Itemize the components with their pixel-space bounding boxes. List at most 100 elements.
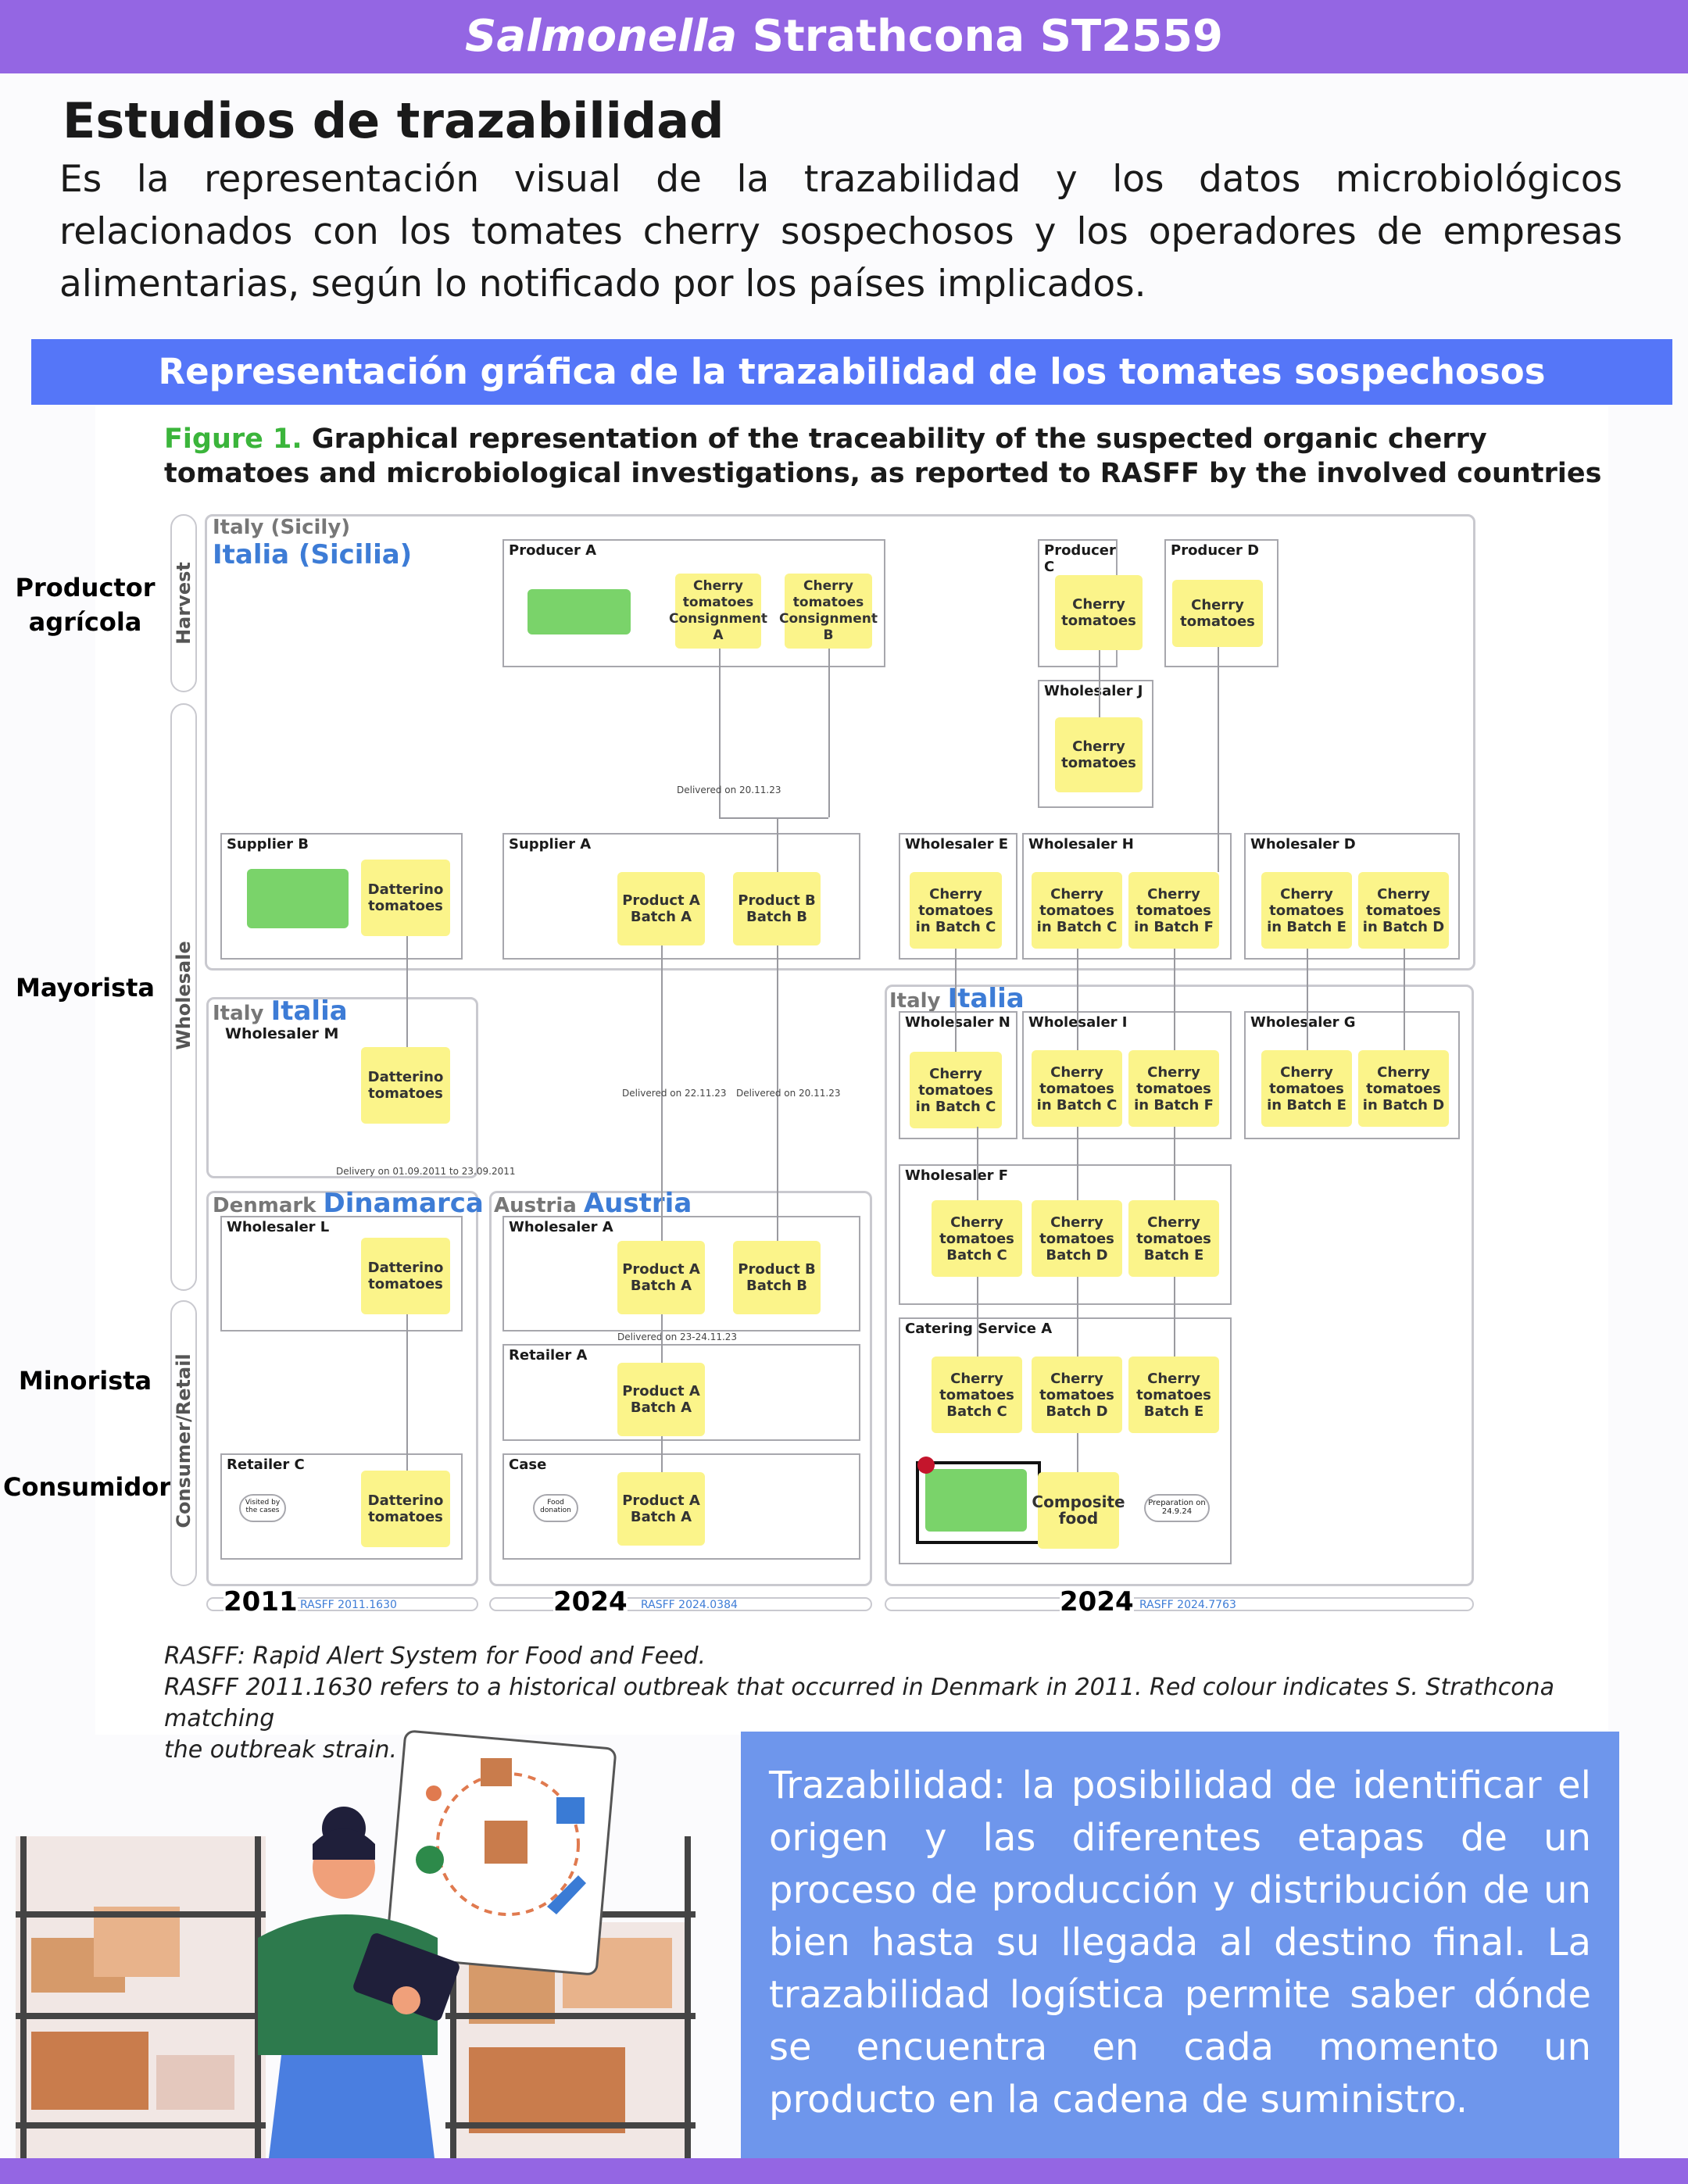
- wholesale-bar: [170, 703, 197, 1291]
- section-title: Estudios de trazabilidad: [63, 92, 724, 149]
- footnote-line-3: the outbreak strain.: [164, 1736, 398, 1764]
- product-box: Cherry tomatoes in Batch D: [1358, 1050, 1449, 1127]
- wholesaler-h-label: Wholesaler H: [1028, 836, 1134, 853]
- product-box: Cherry tomatoes in Batch C: [1032, 872, 1122, 949]
- note-delivered-2011: Delivered on 20.11.23: [677, 785, 781, 795]
- retail-bar: [170, 1300, 197, 1586]
- intro-text: Es la representación visual de la trazab…: [59, 158, 1622, 306]
- italy-country: Italy Italia: [213, 995, 348, 1027]
- wholesaler-g-label: Wholesaler G: [1250, 1014, 1356, 1031]
- header-italic: Salmonella: [464, 11, 738, 62]
- connector-line: [1077, 949, 1078, 1050]
- product-box: Datterino tomatoes: [361, 1471, 450, 1547]
- note-preparation: Preparation on 24.9.24: [1144, 1494, 1210, 1522]
- austria-en: Austria: [494, 1194, 577, 1217]
- italy2-en: Italy: [889, 989, 941, 1013]
- connector-line: [777, 817, 778, 872]
- stage-productor: Productor agrícola: [15, 573, 156, 637]
- sicily-panel: [205, 514, 1475, 970]
- producer-c-label: Producer C: [1044, 542, 1116, 575]
- retail-label: Consumer/Retail: [173, 1353, 195, 1528]
- sicily-en: Italy (Sicily): [213, 516, 351, 539]
- harvest-bar: [170, 514, 197, 692]
- product-box: Product A Batch A: [617, 1363, 705, 1436]
- figure-footnote: RASFF: Rapid Alert System for Food and F…: [164, 1641, 1602, 1766]
- rasff-label: RASFF 2024.7763: [1139, 1599, 1236, 1611]
- denmark-es: Dinamarca: [323, 1188, 484, 1219]
- product-box: Product A Batch A: [617, 1472, 705, 1546]
- wholesaler-j-label: Wholesaler J: [1044, 683, 1143, 699]
- connector-line: [1174, 1127, 1175, 1200]
- harvest-label: Harvest: [173, 562, 195, 645]
- austria-panel: [489, 1191, 872, 1586]
- connector-line: [977, 1277, 978, 1357]
- product-box: Cherry tomatoes in Batch E: [1261, 1050, 1352, 1127]
- product-box: Datterino tomatoes: [361, 860, 450, 936]
- marker-dot: [917, 1457, 935, 1474]
- figure-title: Figure 1. Graphical representation of th…: [164, 422, 1602, 491]
- year-label: 2011: [224, 1586, 298, 1617]
- sicily-es: Italia (Sicilia): [213, 539, 413, 570]
- connector-line: [1307, 949, 1308, 1050]
- wholesaler-e-label: Wholesaler E: [905, 836, 1009, 853]
- connector-line: [828, 649, 830, 817]
- timeline-bar: [206, 1597, 478, 1611]
- connector-line: [661, 945, 663, 1241]
- stage-consumidor: Consumidor: [3, 1472, 172, 1502]
- product-box: Cherry tomatoes Batch E: [1128, 1200, 1219, 1277]
- product-box: Cherry tomatoes in Batch E: [1261, 872, 1352, 949]
- wholesaler-f-label: Wholesaler F: [905, 1167, 1009, 1184]
- product-box: Product B Batch B: [733, 872, 821, 945]
- denmark-panel: [206, 1191, 478, 1586]
- note-delivered-2211: Delivered on 22.11.23: [622, 1088, 727, 1099]
- product-box: Cherry tomatoes in Batch C: [1032, 1050, 1122, 1127]
- header-rest: Strathcona ST2559: [737, 11, 1224, 62]
- footer-bar: [0, 2158, 1688, 2184]
- footnote-line-2: RASFF 2011.1630 refers to a historical o…: [164, 1674, 1554, 1732]
- product-box: Cherry tomatoes in Batch C: [910, 1052, 1002, 1128]
- connector-line: [719, 649, 721, 817]
- timeline-bar: [885, 1597, 1474, 1611]
- product-box: Cherry tomatoes Consignment A: [669, 574, 767, 649]
- producer-a-label: Producer A: [509, 542, 597, 559]
- product-box: Cherry tomatoes in Batch C: [910, 872, 1002, 949]
- product-box: Composite food: [1032, 1472, 1125, 1549]
- supplier-a-label: Supplier A: [509, 836, 592, 853]
- stage-mayorista: Mayorista: [16, 973, 155, 1003]
- rasff-label: RASFF 2011.1630: [300, 1599, 397, 1611]
- denmark-en: Denmark: [213, 1194, 316, 1217]
- connector-line: [1077, 1277, 1078, 1357]
- note-food-donation: Food donation: [533, 1494, 578, 1522]
- austria-country: Austria Austria: [494, 1188, 692, 1219]
- product-box: Datterino tomatoes: [361, 1238, 450, 1314]
- wholesaler-a-label: Wholesaler A: [509, 1219, 613, 1235]
- wholesaler-l-label: Wholesaler L: [227, 1219, 330, 1235]
- connector-line: [777, 945, 778, 1241]
- product-box: Product A Batch A: [617, 1241, 705, 1314]
- connector-line: [955, 949, 957, 1052]
- rasff-label: RASFF 2024.0384: [641, 1599, 738, 1611]
- product-box: Cherry tomatoes Batch E: [1128, 1357, 1219, 1433]
- product-box: Cherry tomatoes Batch C: [932, 1200, 1022, 1277]
- note-delivered-2324: Delivered on 23-24.11.23: [617, 1331, 738, 1342]
- product-box: Cherry tomatoes Batch C: [932, 1357, 1022, 1433]
- connector-line: [719, 817, 828, 819]
- denmark-country: Denmark Dinamarca: [213, 1188, 484, 1219]
- connector-line: [1099, 650, 1100, 717]
- connector-line: [1174, 1277, 1175, 1357]
- product-box: Datterino tomatoes: [361, 1047, 450, 1124]
- note-delivered-2011b: Delivered on 20.11.23: [736, 1088, 841, 1099]
- product-box: Cherry tomatoes in Batch F: [1128, 872, 1219, 949]
- product-box: Product B Batch B: [733, 1241, 821, 1314]
- retailer-c-label: Retailer C: [227, 1457, 305, 1473]
- wholesaler-d-label: Wholesaler D: [1250, 836, 1356, 853]
- product-box: Cherry tomatoes Batch D: [1032, 1200, 1122, 1277]
- product-box: Cherry tomatoes: [1055, 575, 1143, 650]
- connector-line: [406, 936, 408, 1047]
- product-box: Cherry tomatoes: [1172, 580, 1263, 647]
- austria-es: Austria: [583, 1188, 692, 1219]
- product-box: Cherry tomatoes Batch D: [1032, 1357, 1122, 1433]
- product-box: Cherry tomatoes Consignment B: [779, 574, 878, 649]
- note-visited: Visited by the cases: [239, 1494, 286, 1522]
- definition-box: Trazabilidad: la posibilidad de identifi…: [741, 1732, 1619, 2158]
